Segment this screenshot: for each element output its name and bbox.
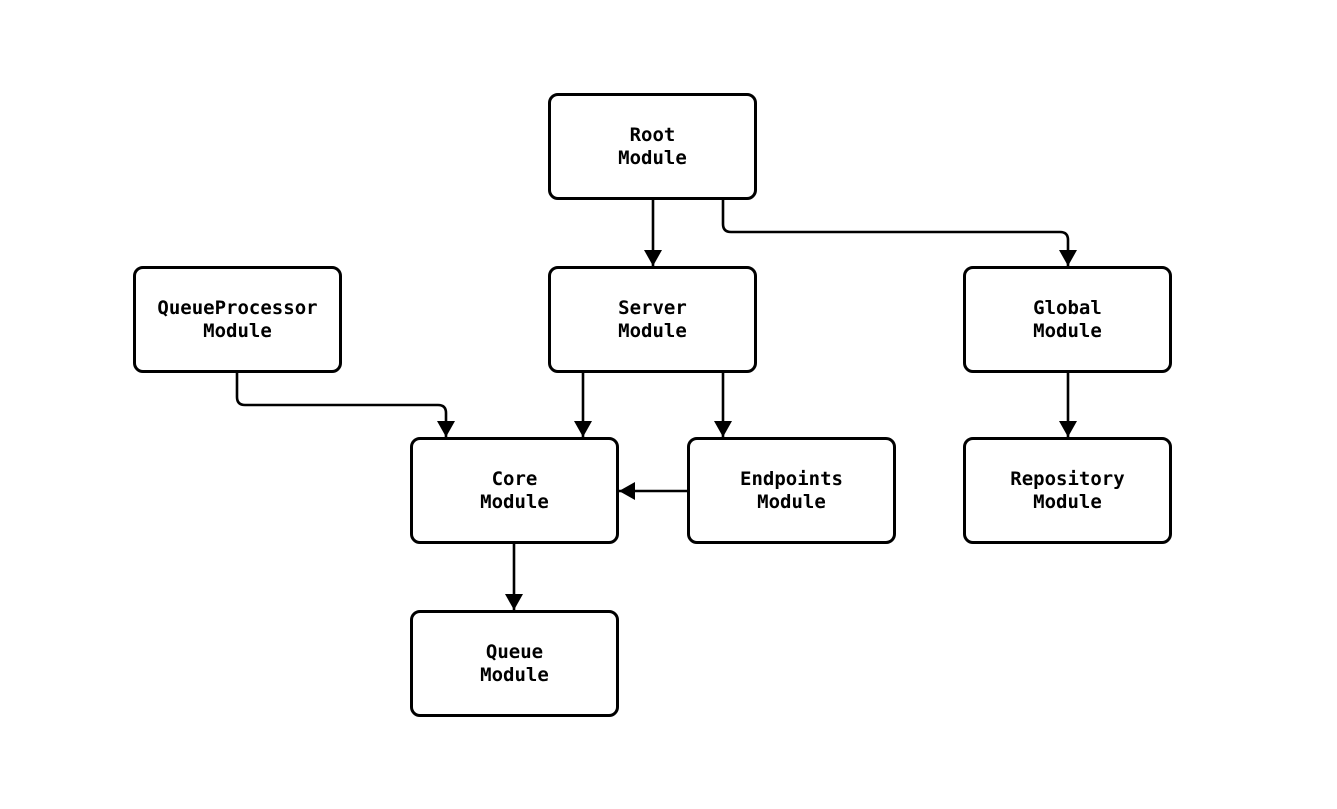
- node-endpoints-module: Endpoints Module: [687, 437, 896, 544]
- edges-group: [235, 200, 1077, 610]
- node-global-module: Global Module: [963, 266, 1172, 373]
- node-queue-module: Queue Module: [410, 610, 619, 717]
- node-queueprocessor-module: QueueProcessor Module: [133, 266, 342, 373]
- edge-queue_processor-to-core: [235, 373, 455, 437]
- node-core-module: Core Module: [410, 437, 619, 544]
- node-root-module: Root Module: [548, 93, 757, 200]
- node-repository-module: Repository Module: [963, 437, 1172, 544]
- edge-root-to-global: [721, 200, 1077, 266]
- node-server-module: Server Module: [548, 266, 757, 373]
